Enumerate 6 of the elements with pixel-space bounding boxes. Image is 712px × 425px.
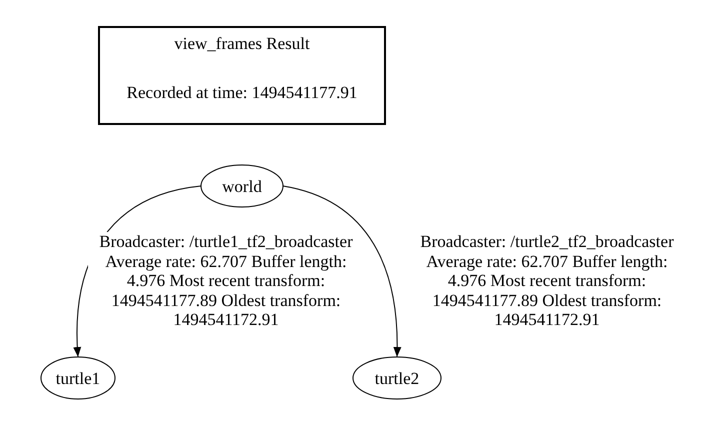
box-text: Recorded at time: 1494541177.91 <box>126 83 358 102</box>
arrow <box>282 186 402 358</box>
node-label: turtle2 <box>374 368 420 388</box>
node-label: world <box>222 176 262 196</box>
box-title: view_frames Result <box>174 34 310 53</box>
node-label: turtle1 <box>56 368 100 388</box>
